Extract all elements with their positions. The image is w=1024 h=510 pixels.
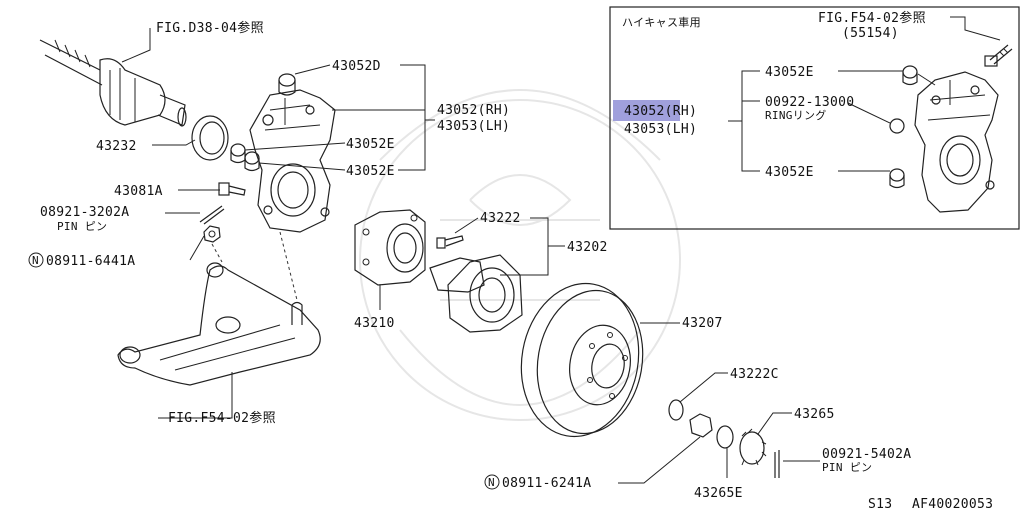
assembly-line-2 bbox=[279, 231, 298, 301]
inset-title: ハイキャス車用 bbox=[622, 15, 701, 29]
label-43052rh[interactable]: 43052(RH) bbox=[437, 103, 510, 118]
inset-bushing-top bbox=[902, 65, 918, 86]
label-fig-d38[interactable]: FIG.D38-04参照 bbox=[156, 20, 264, 36]
inset-label-43053lh[interactable]: 43053(LH) bbox=[624, 122, 697, 137]
inset-label-43052e-bottom[interactable]: 43052E bbox=[765, 165, 814, 180]
n-mark-1: N bbox=[32, 254, 39, 267]
label-08911-6441a[interactable]: 08911-6441A bbox=[46, 254, 135, 269]
bushing-43052d bbox=[278, 73, 296, 96]
pin-08921 bbox=[199, 205, 225, 225]
label-43265e[interactable]: 43265E bbox=[694, 486, 743, 501]
nut-08911-6241a bbox=[689, 413, 713, 438]
inset-ball-joint bbox=[984, 44, 1013, 67]
label-43052d[interactable]: 43052D bbox=[332, 59, 381, 74]
hub-bearing-43210 bbox=[354, 209, 426, 286]
footer-model: S13 bbox=[868, 497, 892, 510]
washer-43222c bbox=[668, 399, 684, 421]
disc-rotor-43207 bbox=[520, 282, 644, 438]
label-08911-6241a[interactable]: 08911-6241A bbox=[502, 476, 591, 491]
label-43232[interactable]: 43232 bbox=[96, 139, 137, 154]
footer-code: AF40020053 bbox=[912, 497, 993, 510]
part-highlight bbox=[613, 100, 680, 121]
label-43202[interactable]: 43202 bbox=[567, 240, 608, 255]
assembly-line-1 bbox=[211, 243, 223, 263]
bolt-43081a bbox=[218, 182, 246, 196]
inset-label-43052e-top[interactable]: 43052E bbox=[765, 65, 814, 80]
n-mark-circle-2 bbox=[484, 474, 500, 490]
n-mark-circle-1 bbox=[28, 252, 44, 268]
inset-label-00922-13000[interactable]: 00922-13000 bbox=[765, 95, 854, 110]
label-pin-2: PIN ピン bbox=[822, 461, 872, 474]
n-mark-2: N bbox=[488, 476, 495, 489]
inset-frame bbox=[609, 6, 1020, 230]
inset-label-fig-f54[interactable]: FIG.F54-02参照 bbox=[818, 10, 926, 26]
label-pin-1: PIN ピン bbox=[57, 220, 107, 233]
label-43053lh[interactable]: 43053(LH) bbox=[437, 119, 510, 134]
label-43052e-b[interactable]: 43052E bbox=[346, 164, 395, 179]
washer-43265e bbox=[716, 425, 734, 449]
label-43222[interactable]: 43222 bbox=[480, 211, 521, 226]
label-43207[interactable]: 43207 bbox=[682, 316, 723, 331]
label-08921-3202a[interactable]: 08921-3202A bbox=[40, 205, 129, 220]
watermark-emblem bbox=[359, 89, 681, 421]
bolt-43222 bbox=[436, 235, 464, 249]
label-43222c[interactable]: 43222C bbox=[730, 367, 779, 382]
label-00921-5402a[interactable]: 00921-5402A bbox=[822, 447, 911, 462]
cotter-pin-00921 bbox=[774, 450, 780, 478]
drive-shaft bbox=[39, 39, 187, 127]
inset-ring bbox=[889, 118, 905, 134]
label-fig-f54-bottom[interactable]: FIG.F54-02参照 bbox=[168, 410, 276, 426]
inset-label-ring: RINGリング bbox=[765, 108, 827, 122]
label-43265[interactable]: 43265 bbox=[794, 407, 835, 422]
knuckle bbox=[249, 89, 336, 233]
seal-43232 bbox=[191, 115, 229, 161]
label-43210[interactable]: 43210 bbox=[354, 316, 395, 331]
bushing-43052e-a bbox=[230, 143, 246, 164]
label-43052e-a[interactable]: 43052E bbox=[346, 137, 395, 152]
label-43081a[interactable]: 43081A bbox=[114, 184, 163, 199]
hub-43202 bbox=[429, 254, 523, 333]
inset-knuckle bbox=[914, 71, 999, 213]
inset-label-55154[interactable]: (55154) bbox=[842, 26, 899, 41]
lower-arm bbox=[117, 262, 321, 386]
inset-bushing-bottom bbox=[889, 168, 905, 189]
inset-label-43052rh[interactable]: 43052(RH) bbox=[624, 104, 697, 119]
bushing-43052e-b bbox=[244, 151, 260, 172]
cap-43265 bbox=[739, 428, 767, 466]
nut-08911-6441a bbox=[203, 225, 221, 243]
leader-lines bbox=[121, 16, 1001, 484]
